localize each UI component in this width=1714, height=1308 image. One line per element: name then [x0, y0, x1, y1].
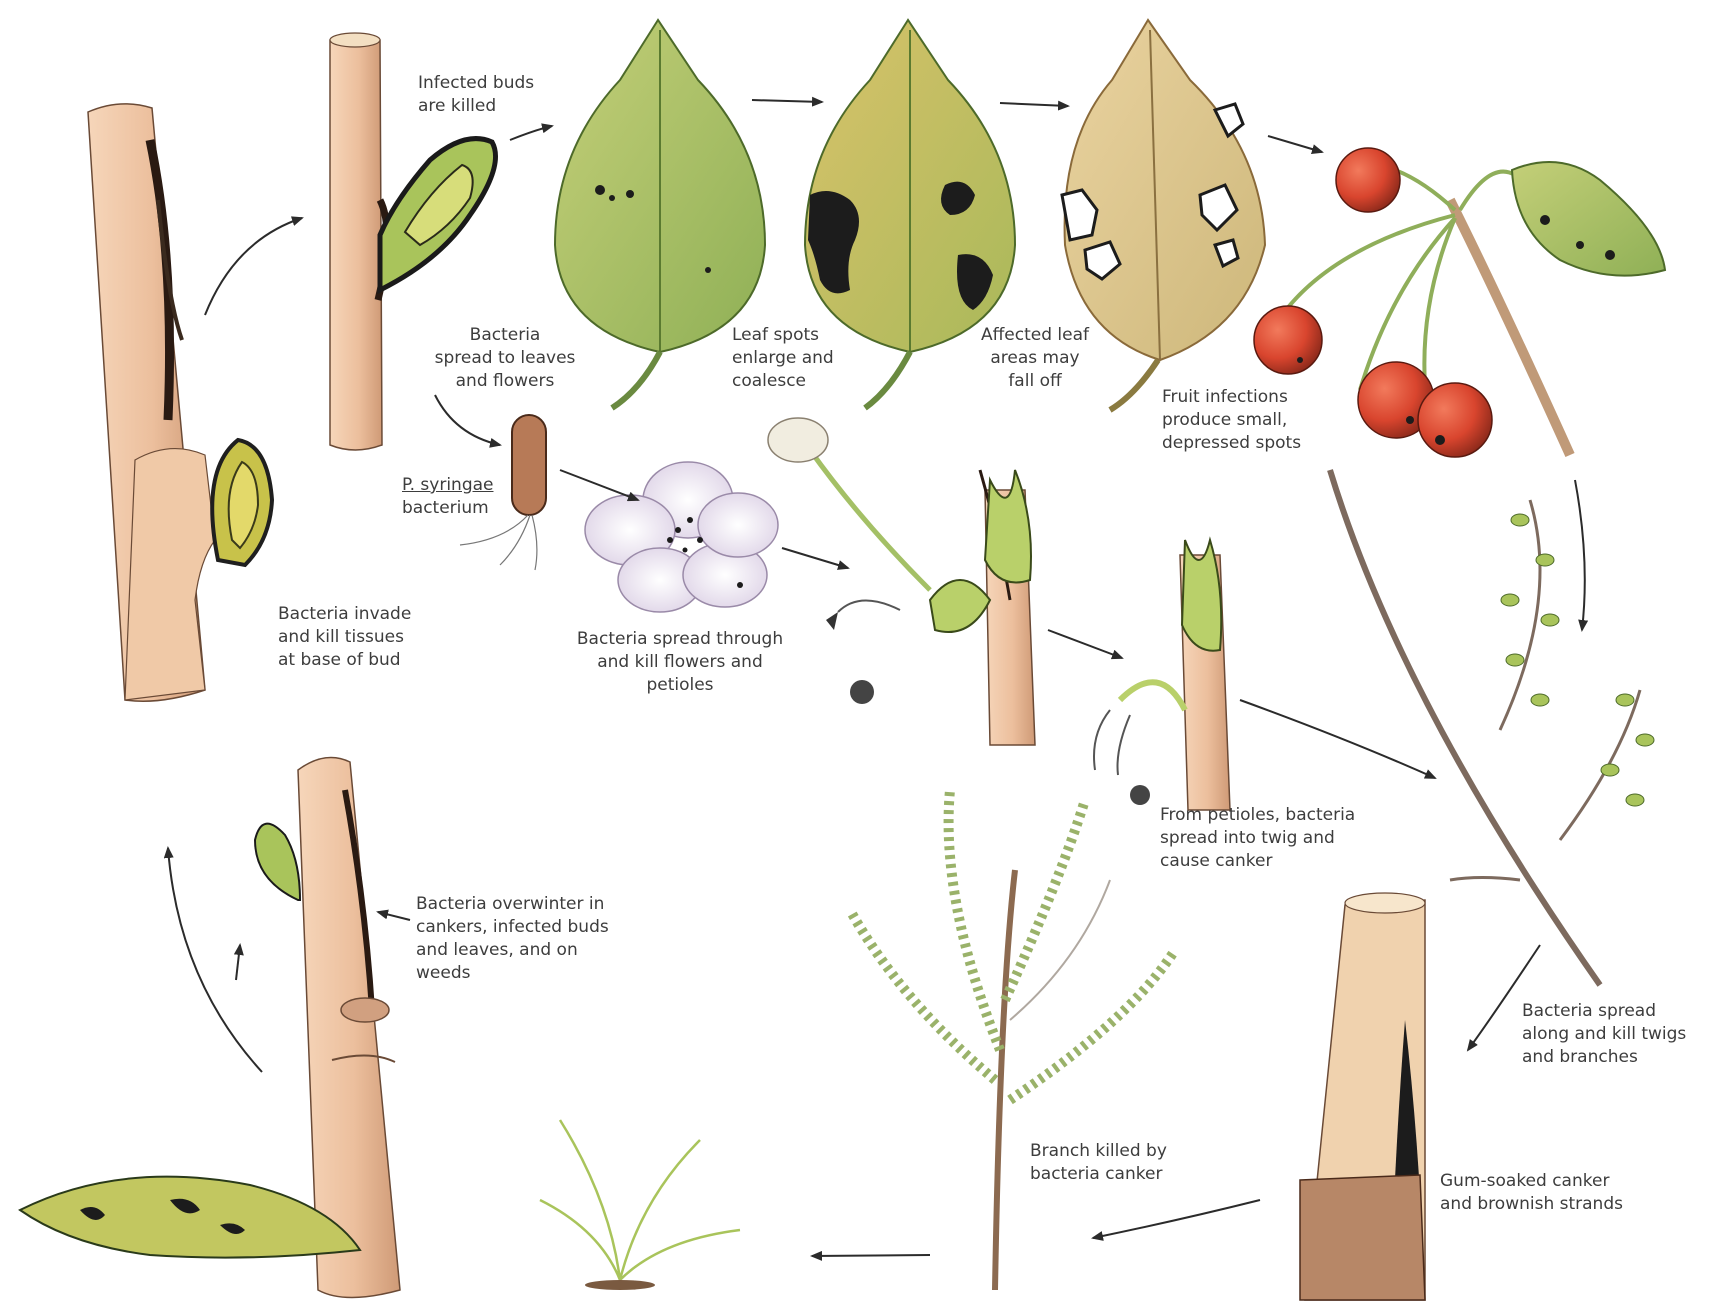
label-line: Bacteria invade	[278, 603, 411, 626]
label-line: depressed spots	[1162, 432, 1301, 455]
label-line: From petioles, bacteria	[1160, 804, 1355, 827]
label-affected-leaf: Affected leaf areas may fall off	[960, 324, 1110, 393]
label-line: petioles	[555, 674, 805, 697]
label-line: Leaf spots	[732, 324, 834, 347]
label-line: are killed	[418, 95, 534, 118]
label-line: Fruit infections	[1162, 386, 1301, 409]
label-leaf-spots: Leaf spots enlarge and coalesce	[732, 324, 834, 393]
label-spread-twigs: Bacteria spread along and kill twigs and…	[1522, 1000, 1686, 1069]
killed-branch-illustration	[850, 790, 1175, 1290]
label-line: cause canker	[1160, 850, 1355, 873]
label-line: and flowers	[410, 370, 600, 393]
label-line: Bacteria spread through	[555, 628, 805, 651]
weeds-illustration	[540, 1120, 740, 1290]
canker-twig-illustration	[1094, 540, 1230, 810]
label-spread-flowers: Bacteria spread through and kill flowers…	[555, 628, 805, 697]
gum-soaked-canker-illustration	[1300, 893, 1425, 1300]
label-spread-leaves-flowers: Bacteria spread to leaves and flowers	[410, 324, 600, 393]
label-line: Gum-soaked canker	[1440, 1170, 1623, 1193]
label-fruit-infections: Fruit infections produce small, depresse…	[1162, 386, 1301, 455]
main-twig-illustration	[88, 104, 215, 701]
fruit-cluster-illustration	[1254, 148, 1665, 457]
label-infected-buds: Infected buds are killed	[418, 72, 534, 118]
label-line: fall off	[960, 370, 1110, 393]
label-line: spread into twig and	[1160, 827, 1355, 850]
label-line: Bacteria spread	[1522, 1000, 1686, 1023]
infected-fallen-leaf-illustration	[20, 1177, 360, 1258]
label-line: areas may	[960, 347, 1110, 370]
label-line: and branches	[1522, 1046, 1686, 1069]
label-line: produce small,	[1162, 409, 1301, 432]
label-branch-killed: Branch killed by bacteria canker	[1030, 1140, 1167, 1186]
label-line: weeds	[416, 962, 609, 985]
label-petioles-twig: From petioles, bacteria spread into twig…	[1160, 804, 1355, 873]
label-line: Bacteria	[410, 324, 600, 347]
label-line: and kill flowers and	[555, 651, 805, 674]
label-line: coalesce	[732, 370, 834, 393]
label-line: Bacteria overwinter in	[416, 893, 609, 916]
label-bacterium: P. syringae bacterium	[402, 474, 493, 520]
label-gum-canker: Gum-soaked canker and brownish strands	[1440, 1170, 1623, 1216]
label-line: at base of bud	[278, 649, 411, 672]
label-line: enlarge and	[732, 347, 834, 370]
bacterium-species-name: P. syringae	[402, 474, 493, 497]
label-line: spread to leaves	[410, 347, 600, 370]
label-line: bacteria canker	[1030, 1163, 1167, 1186]
label-line: Branch killed by	[1030, 1140, 1167, 1163]
label-line: and leaves, and on	[416, 939, 609, 962]
infected-bud-base-illustration	[212, 440, 272, 565]
label-overwinter: Bacteria overwinter in cankers, infected…	[416, 893, 609, 985]
label-line: Infected buds	[418, 72, 534, 95]
label-line: and brownish strands	[1440, 1193, 1623, 1216]
label-line: cankers, infected buds	[416, 916, 609, 939]
label-line: and kill tissues	[278, 626, 411, 649]
label-line: along and kill twigs	[1522, 1023, 1686, 1046]
infected-petiole-twig-illustration	[768, 418, 1035, 745]
infected-flower-illustration	[585, 462, 778, 612]
label-invade-kill: Bacteria invade and kill tissues at base…	[278, 603, 411, 672]
label-line: bacterium	[402, 497, 493, 520]
label-line: Affected leaf	[960, 324, 1110, 347]
